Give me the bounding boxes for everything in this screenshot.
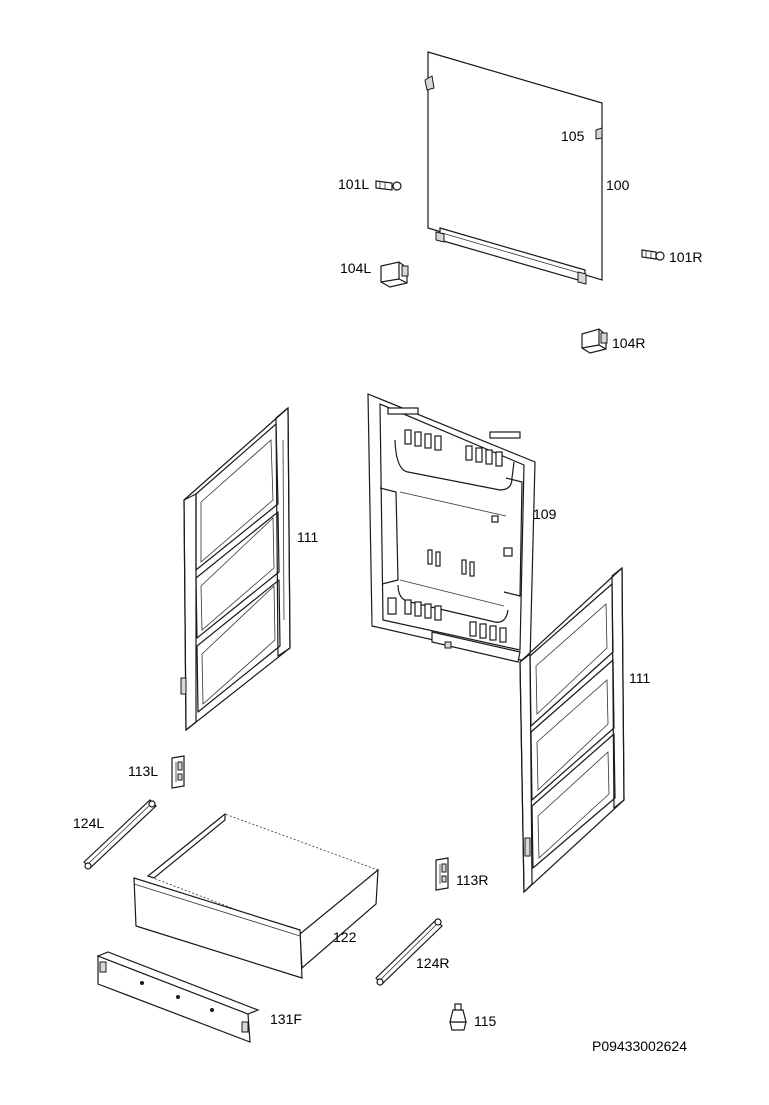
part-111-right-side-panel — [519, 566, 625, 894]
part-104R-clip — [581, 328, 608, 354]
part-100-rear-panel — [424, 51, 603, 285]
part-101L-screw — [375, 180, 402, 191]
label-101L: 101L — [338, 176, 370, 192]
label-115: 115 — [474, 1013, 497, 1029]
label-105: 105 — [561, 128, 585, 144]
part-131F-front-strip — [96, 951, 260, 1043]
label-100: 100 — [606, 177, 630, 193]
part-115-foot — [449, 1003, 467, 1031]
label-122: 122 — [333, 929, 357, 945]
label-104R: 104R — [612, 335, 646, 351]
label-124L: 124L — [73, 815, 105, 831]
part-104L-clip — [380, 261, 409, 288]
label-111-left: 111 — [297, 529, 319, 545]
drawing-code: P09433002624 — [592, 1038, 687, 1054]
label-109: 109 — [533, 506, 557, 522]
label-113L: 113L — [128, 763, 159, 779]
part-109-back-frame — [367, 393, 536, 663]
label-131F: 131F — [270, 1011, 302, 1027]
part-122-drawer — [133, 812, 379, 979]
label-113R: 113R — [456, 872, 489, 888]
part-124L-rail — [83, 799, 157, 870]
part-101R-screw — [641, 249, 665, 261]
part-113L-bracket — [171, 755, 185, 789]
part-111-left-side-panel — [180, 406, 291, 732]
label-111-right: 111 — [629, 670, 651, 686]
part-124R-rail — [375, 918, 443, 986]
part-113R-bracket — [435, 857, 449, 891]
label-104L: 104L — [340, 260, 372, 276]
label-124R: 124R — [416, 955, 450, 971]
label-101R: 101R — [669, 249, 703, 265]
